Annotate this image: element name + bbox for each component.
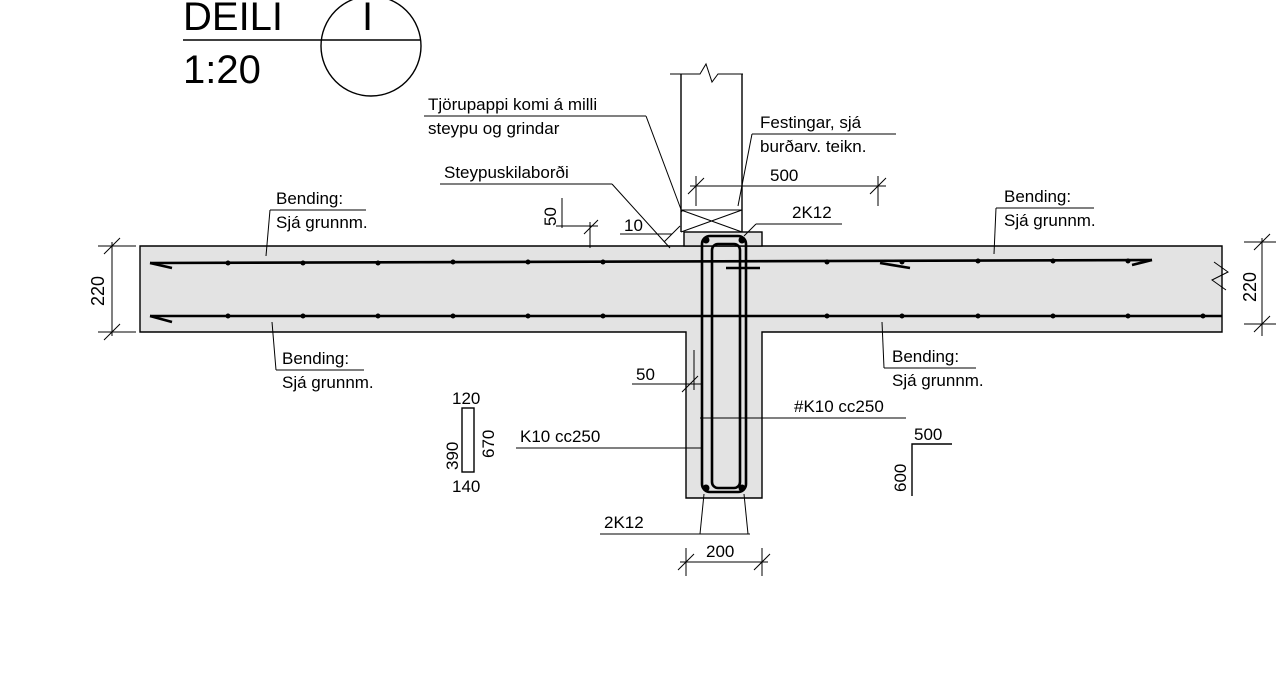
beam-stirrup-inner <box>710 242 742 490</box>
bending-bot-left-1: Bending: <box>282 349 349 368</box>
stirrup-bottom-value: 140 <box>452 477 480 496</box>
reinforcement <box>149 234 1222 494</box>
bending-bot-left-2: Sjá grunnm. <box>282 373 374 392</box>
detail-circle <box>320 0 422 97</box>
bending-bot-right-1: Bending: <box>892 347 959 366</box>
bending-bot-right-2: Sjá grunnm. <box>892 371 984 390</box>
dim-50-top-value: 50 <box>541 207 560 226</box>
stirrup-right-label: #K10 cc250 <box>794 397 884 416</box>
dim-slab-left: 220 <box>88 237 136 341</box>
dim-slab-left-value: 220 <box>88 276 108 306</box>
detail-scale: 1:20 <box>183 48 261 92</box>
bent-bar-vertical-value: 600 <box>891 464 910 492</box>
dim-formwork: 50 10 <box>541 198 681 248</box>
beam-stirrup-outer <box>700 234 748 494</box>
stirrup-top-value: 120 <box>452 389 480 408</box>
bent-bar-horizontal-value: 500 <box>914 425 942 444</box>
detail-number: I <box>362 0 373 39</box>
rebar-bottom-label: 2K12 <box>604 513 644 532</box>
fixings-line2: burðarv. teikn. <box>760 137 866 156</box>
stirrup-left-label: K10 cc250 <box>520 427 600 446</box>
stirrup-shape-schedule: 120 140 390 670 <box>443 389 498 496</box>
annotations: Tjörupappi komi á milli steypu og grinda… <box>265 95 1096 535</box>
dim-top-500: 500 <box>687 166 887 206</box>
fixings-line1: Festingar, sjá <box>760 113 862 132</box>
bending-top-left-2: Sjá grunnm. <box>276 213 368 232</box>
dim-beam-200: 200 <box>677 542 771 576</box>
top-rebar <box>149 258 1153 265</box>
dim-10-value: 10 <box>624 216 643 235</box>
bending-top-right-2: Sjá grunnm. <box>1004 211 1096 230</box>
stirrup-left-value: 390 <box>443 442 462 470</box>
dim-slab-right-value: 220 <box>1240 272 1260 302</box>
cross-line-b <box>680 209 743 233</box>
title-block: DEILI I 1:20 <box>183 0 422 97</box>
slab-and-beam-outline <box>139 245 1223 499</box>
rebar-top-label: 2K12 <box>792 203 832 222</box>
dim-50-side-value: 50 <box>636 365 655 384</box>
timber-post <box>670 62 743 233</box>
dim-50-side: 50 <box>632 350 702 393</box>
formwork-board-label: Steypuskilaborði <box>444 163 569 182</box>
bending-top-right-1: Bending: <box>1004 187 1071 206</box>
bending-top-left-1: Bending: <box>276 189 343 208</box>
dim-top-500-value: 500 <box>770 166 798 185</box>
detail-label: DEILI <box>183 0 283 39</box>
bent-bar-shape-schedule: 500 600 <box>891 425 952 496</box>
tar-paper-line1: Tjörupappi komi á milli <box>428 95 597 114</box>
dim-beam-200-value: 200 <box>706 542 734 561</box>
tar-paper-line2: steypu og grindar <box>428 119 560 138</box>
stirrup-right-value: 670 <box>479 430 498 458</box>
dim-slab-right: 220 <box>1240 233 1276 336</box>
slab-break-right <box>1211 261 1229 291</box>
